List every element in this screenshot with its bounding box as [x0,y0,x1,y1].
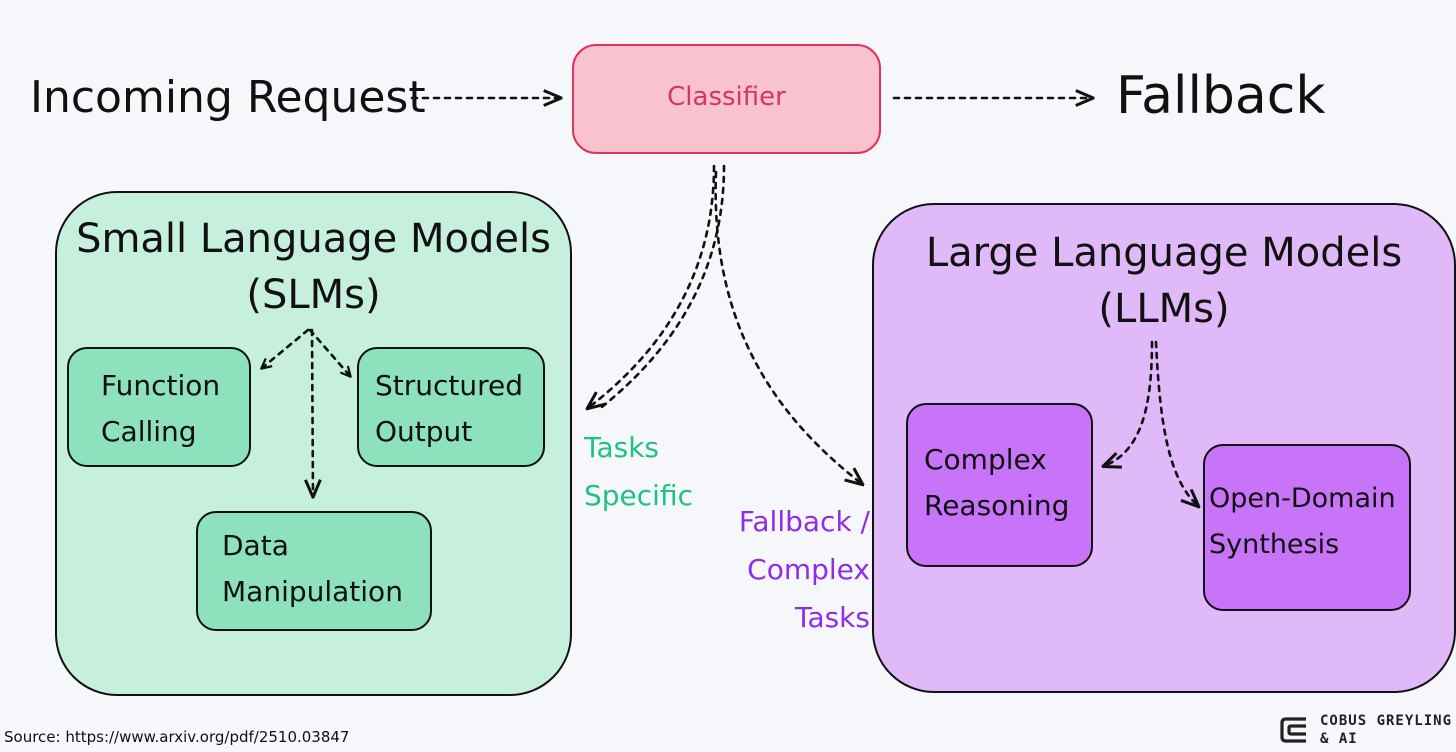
source-citation: Source: https://www.arxiv.org/pdf/2510.0… [4,728,350,746]
open-domain-synthesis-label: Open-Domain Synthesis [1209,483,1396,560]
arrow-classifier-to-slm-2 [596,164,726,412]
structured-output-node: Structured Output [357,347,545,467]
arrow-classifier-to-llm [714,170,862,484]
function-calling-label: Function Calling [101,369,221,448]
data-manipulation-label: Data Manipulation [222,529,403,608]
data-manipulation-node: Data Manipulation [196,511,432,631]
incoming-request-label: Incoming Request [30,72,426,123]
open-domain-synthesis-node: Open-Domain Synthesis [1203,444,1411,611]
slm-panel-title: Small Language Models (SLMs) [76,216,551,318]
fallback-label: Fallback [1116,66,1326,126]
classifier-node: Classifier [572,44,881,154]
complex-reasoning-node: Complex Reasoning [906,403,1093,567]
classifier-label: Classifier [667,82,786,112]
brand-name-line2: & AI [1320,731,1358,747]
tasks-specific-edge-label: Tasks Specific [584,431,693,512]
structured-output-label: Structured Output [375,369,524,448]
brand-name-line1: COBUS GREYLING [1320,713,1453,729]
arrow-classifier-to-slm [588,164,716,408]
complex-reasoning-label: Complex Reasoning [924,443,1070,522]
function-calling-node: Function Calling [67,347,251,467]
brand-mark-icon [1280,717,1306,743]
fallback-complex-edge-label: Fallback / Complex Tasks [738,505,870,634]
brand-logo: COBUS GREYLING & AI [1278,711,1454,749]
llm-panel-title: Large Language Models (LLMs) [925,230,1403,332]
